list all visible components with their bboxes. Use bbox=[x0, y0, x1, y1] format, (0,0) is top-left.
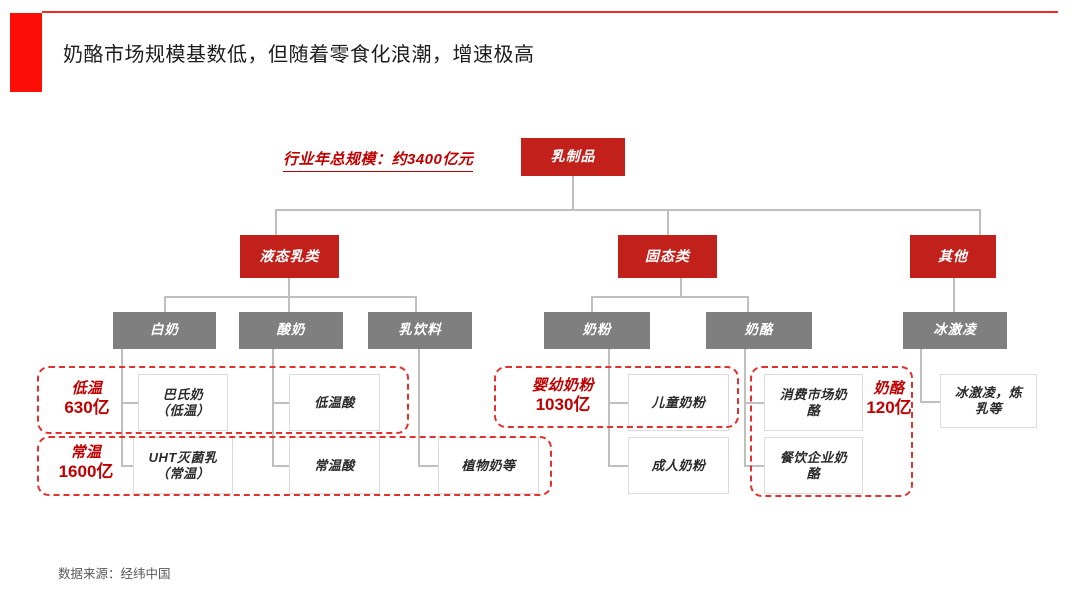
connector-level2-drop-1 bbox=[275, 209, 277, 235]
connector-solid-bus bbox=[591, 296, 749, 298]
leaf-icecream-condensed[interactable]: 冰激凌，炼 乳等 bbox=[940, 374, 1037, 428]
node-cheese[interactable]: 奶酪 bbox=[706, 312, 812, 349]
node-solid-dairy[interactable]: 固态类 bbox=[618, 235, 717, 278]
title-accent-bar bbox=[10, 13, 42, 92]
connector-liquid-drop-3 bbox=[415, 296, 417, 314]
connector-yogurt-arm-2 bbox=[272, 465, 289, 467]
connector-liquid-drop-1 bbox=[164, 296, 166, 314]
node-yogurt[interactable]: 酸奶 bbox=[239, 312, 343, 349]
connector-cheese-arm-2 bbox=[744, 465, 764, 467]
label-low-temp: 低温 630亿 bbox=[48, 380, 126, 418]
leaf-adult-powder[interactable]: 成人奶粉 bbox=[628, 437, 729, 494]
node-milk-drink[interactable]: 乳饮料 bbox=[368, 312, 472, 349]
connector-level2-drop-3 bbox=[979, 209, 981, 235]
node-liquid-dairy[interactable]: 液态乳类 bbox=[240, 235, 339, 278]
leaf-plant-milk[interactable]: 植物奶等 bbox=[438, 437, 539, 494]
label-infant-powder-line1: 婴幼奶粉 bbox=[531, 377, 594, 394]
connector-icecream-arm bbox=[920, 401, 940, 403]
connector-baiai-stem bbox=[121, 349, 123, 415]
connector-other-stem bbox=[953, 278, 955, 314]
label-cheese: 奶酪 120亿 bbox=[858, 380, 920, 418]
connector-root-stem bbox=[572, 176, 574, 210]
leaf-low-temp-yogurt[interactable]: 低温酸 bbox=[289, 374, 380, 431]
connector-yogurt-stem bbox=[272, 349, 274, 467]
connector-baiai-bracket bbox=[121, 403, 123, 467]
connector-powder-arm-2 bbox=[608, 465, 628, 467]
connector-cheese-arm-1 bbox=[744, 402, 764, 404]
connector-icecream-stem bbox=[920, 349, 922, 403]
label-room-temp-line1: 常温 bbox=[70, 444, 102, 461]
connector-level2-drop-2 bbox=[667, 209, 669, 235]
leaf-consumer-cheese[interactable]: 消费市场奶 酪 bbox=[764, 374, 863, 431]
connector-solid-stem bbox=[680, 278, 682, 298]
label-room-temp: 常温 1600亿 bbox=[44, 444, 128, 482]
connector-level2-bus bbox=[275, 209, 981, 211]
total-scale-callout: 行业年总规模：约3400亿元 bbox=[283, 148, 474, 172]
node-other-dairy[interactable]: 其他 bbox=[910, 235, 996, 278]
connector-cheese-stem bbox=[744, 349, 746, 467]
label-cheese-line1: 奶酪 bbox=[873, 380, 905, 397]
node-root-dairy[interactable]: 乳制品 bbox=[521, 138, 625, 176]
connector-solid-drop-2 bbox=[747, 296, 749, 314]
connector-baiai-arm-2 bbox=[121, 465, 138, 467]
label-room-temp-line2: 1600亿 bbox=[58, 462, 114, 481]
top-rule-divider bbox=[42, 11, 1058, 13]
connector-liquid-stem bbox=[288, 278, 290, 298]
connector-solid-drop-1 bbox=[591, 296, 593, 314]
source-note: 数据来源：经纬中国 bbox=[58, 567, 171, 581]
leaf-catering-cheese[interactable]: 餐饮企业奶 酪 bbox=[764, 437, 863, 494]
leaf-uht-milk[interactable]: UHT灭菌乳 （常温） bbox=[133, 437, 233, 494]
leaf-room-temp-yogurt[interactable]: 常温酸 bbox=[289, 437, 380, 494]
label-low-temp-line1: 低温 bbox=[71, 380, 103, 397]
connector-baiai-arm-1 bbox=[121, 402, 138, 404]
label-cheese-line2: 120亿 bbox=[866, 398, 912, 417]
connector-drink-stem bbox=[418, 349, 420, 467]
connector-yogurt-arm-1 bbox=[272, 402, 289, 404]
connector-powder-arm-1 bbox=[608, 402, 628, 404]
label-infant-powder: 婴幼奶粉 1030亿 bbox=[508, 377, 618, 415]
leaf-child-powder[interactable]: 儿童奶粉 bbox=[628, 374, 729, 431]
connector-liquid-bus bbox=[164, 296, 417, 298]
leaf-pasteurized-milk[interactable]: 巴氏奶 （低温） bbox=[138, 374, 228, 431]
node-milk-powder[interactable]: 奶粉 bbox=[544, 312, 650, 349]
page-title: 奶酪市场规模基数低，但随着零食化浪潮，增速极高 bbox=[63, 44, 535, 66]
connector-liquid-drop-2 bbox=[288, 296, 290, 314]
node-white-milk[interactable]: 白奶 bbox=[113, 312, 216, 349]
connector-drink-arm bbox=[418, 465, 438, 467]
node-ice-cream[interactable]: 冰激凌 bbox=[903, 312, 1007, 349]
label-low-temp-line2: 630亿 bbox=[64, 398, 110, 417]
label-infant-powder-line2: 1030亿 bbox=[535, 395, 591, 414]
connector-powder-stem bbox=[608, 349, 610, 467]
